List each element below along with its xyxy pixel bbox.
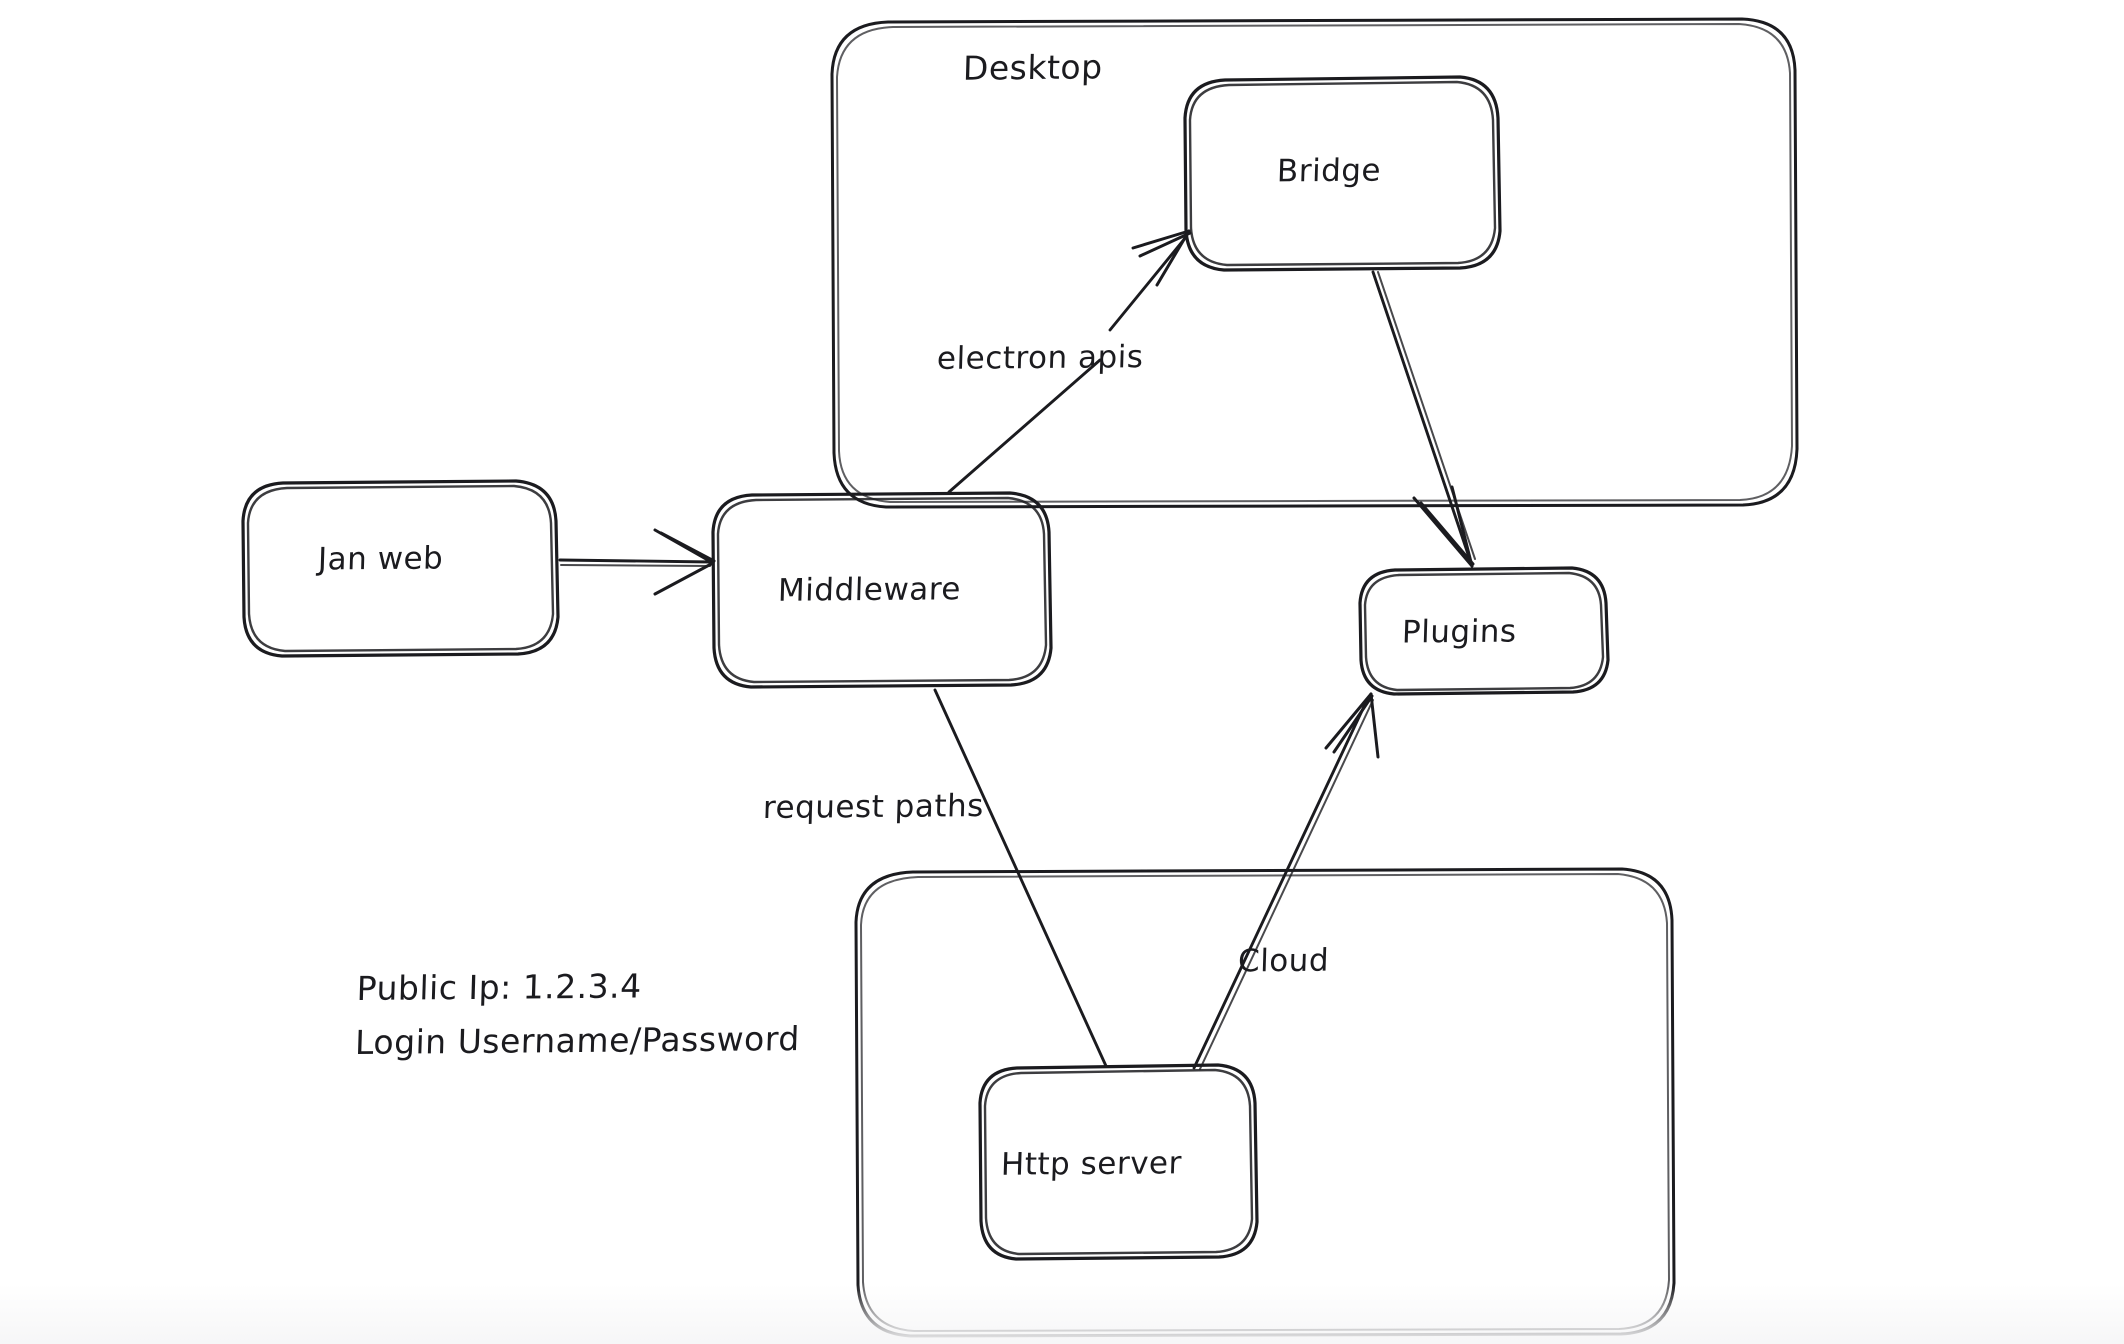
node-label-http-server: Http server xyxy=(1000,1145,1183,1183)
node-jan-web-outline xyxy=(241,479,560,658)
note-server-credentials: Public Ip: 1.2.3.4 Login Username/Passwo… xyxy=(354,958,802,1070)
node-label-bridge: Bridge xyxy=(1276,152,1382,190)
group-label-desktop: Desktop xyxy=(962,47,1104,88)
node-http-server-outline xyxy=(978,1063,1259,1261)
edge-middleware-to-bridge xyxy=(947,229,1192,494)
edge-label-cloud: Cloud xyxy=(1237,942,1330,980)
node-plugins-outline xyxy=(1358,566,1610,696)
edge-label-electron-apis: electron apis xyxy=(936,339,1145,377)
edge-label-request-paths: request paths xyxy=(762,788,985,826)
edge-jan-web-to-middleware xyxy=(558,528,716,596)
node-bridge-outline xyxy=(1183,75,1502,272)
edge-bridge-to-plugins xyxy=(1371,270,1476,568)
group-cloud-outline xyxy=(854,867,1676,1338)
edge-http-server-to-plugins xyxy=(1192,692,1380,1070)
note-public-ip: Public Ip: 1.2.3.4 xyxy=(356,966,643,1008)
node-label-middleware: Middleware xyxy=(777,571,962,609)
group-desktop-outline xyxy=(830,17,1799,509)
note-login: Login Username/Password xyxy=(354,1019,801,1062)
edge-middleware-to-http-server xyxy=(933,688,1108,1068)
node-middleware-outline xyxy=(711,491,1053,689)
node-label-plugins: Plugins xyxy=(1401,613,1518,651)
node-label-jan-web: Jan web xyxy=(317,540,444,578)
